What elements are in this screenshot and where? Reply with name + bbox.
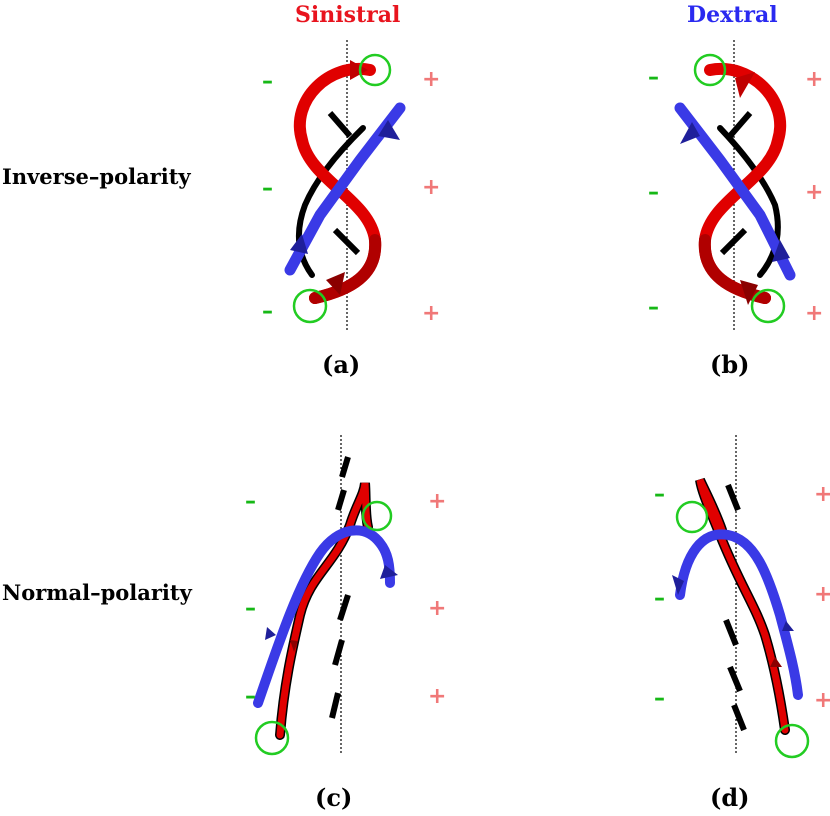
pil-dash bbox=[339, 456, 351, 478]
panel-label-d: (d) bbox=[710, 783, 750, 812]
minus-sign: – bbox=[654, 482, 665, 507]
dip-shadow bbox=[717, 125, 781, 278]
sinistral-title: Sinistral bbox=[295, 2, 401, 28]
plus-sign: + bbox=[428, 489, 446, 514]
minus-sign: – bbox=[648, 65, 659, 90]
pil-dash bbox=[727, 665, 743, 693]
pil-dash bbox=[332, 639, 345, 666]
plus-sign: + bbox=[805, 301, 823, 326]
minus-sign: – bbox=[262, 176, 273, 201]
pil-dash bbox=[337, 594, 351, 621]
footpoint-circle bbox=[750, 288, 786, 324]
dextral-title: Dextral bbox=[687, 2, 778, 28]
panel-b-diagram: – – – + + + bbox=[648, 40, 823, 332]
arrow-blue-left bbox=[672, 575, 684, 595]
pil-dash bbox=[332, 227, 361, 256]
red-flux-rope-lower bbox=[698, 234, 771, 304]
arrow-blue-right bbox=[782, 621, 794, 631]
arrow-red bbox=[290, 640, 298, 652]
minus-sign: – bbox=[262, 299, 273, 324]
footpoint-circle bbox=[693, 53, 727, 87]
pil-dash bbox=[731, 703, 747, 732]
pil-dash bbox=[329, 692, 341, 719]
pil-dash bbox=[723, 618, 739, 647]
row-label-inverse-polarity: Inverse–polarity bbox=[2, 164, 191, 189]
plus-sign: + bbox=[428, 596, 446, 621]
arrow-blue-bottom bbox=[772, 240, 790, 262]
minus-sign: – bbox=[245, 489, 256, 514]
arrow-blue-right bbox=[380, 565, 398, 579]
plus-sign: + bbox=[814, 582, 830, 607]
minus-sign: – bbox=[654, 586, 665, 611]
plus-sign: + bbox=[814, 688, 830, 713]
minus-sign: – bbox=[262, 69, 273, 94]
blue-flux-rope bbox=[675, 529, 803, 700]
pil-dash bbox=[335, 489, 347, 511]
pil-dash bbox=[719, 227, 748, 256]
panel-a-diagram: – – – + + + bbox=[262, 40, 440, 332]
minus-sign: – bbox=[245, 684, 256, 709]
pil-dash bbox=[327, 111, 353, 138]
minus-sign: – bbox=[648, 180, 659, 205]
footpoint-circle bbox=[675, 500, 709, 534]
panel-c-diagram: – – – + + + bbox=[245, 435, 446, 756]
arrow-red-bottom bbox=[740, 280, 758, 305]
panel-d-diagram: – – – + + + bbox=[654, 435, 830, 759]
footpoint-circle bbox=[358, 53, 392, 87]
plus-sign: + bbox=[805, 180, 823, 205]
panel-label-a: (a) bbox=[322, 350, 361, 379]
pil-dash bbox=[727, 111, 753, 138]
footpoint-circle bbox=[254, 720, 290, 756]
panel-label-b: (b) bbox=[710, 350, 750, 379]
footpoint-circle bbox=[774, 723, 810, 759]
arrow-red bbox=[770, 657, 782, 667]
plus-sign: + bbox=[805, 67, 823, 92]
arrow-blue-top bbox=[378, 120, 400, 140]
footpoint-circle bbox=[361, 500, 393, 532]
minus-sign: – bbox=[245, 596, 256, 621]
panel-label-c: (c) bbox=[315, 783, 353, 812]
plus-sign: + bbox=[422, 301, 440, 326]
minus-sign: – bbox=[654, 686, 665, 711]
plus-sign: + bbox=[422, 67, 440, 92]
arrow-red-top bbox=[735, 72, 755, 98]
blue-flux-rope bbox=[253, 525, 395, 708]
red-flux-rope bbox=[276, 482, 372, 739]
arrow-blue-left bbox=[265, 627, 276, 640]
arrow-blue-bottom bbox=[290, 234, 308, 254]
pil-dash bbox=[725, 483, 741, 512]
plus-sign: + bbox=[422, 175, 440, 200]
blue-flux-rope bbox=[674, 102, 796, 281]
arrow-blue-top bbox=[680, 122, 700, 144]
row-label-normal-polarity: Normal–polarity bbox=[2, 580, 192, 605]
arrow-red-bottom bbox=[326, 272, 345, 295]
plus-sign: + bbox=[814, 482, 830, 507]
red-flux-rope-lower bbox=[309, 234, 382, 304]
plus-sign: + bbox=[428, 684, 446, 709]
footpoint-circle bbox=[292, 288, 328, 324]
minus-sign: – bbox=[648, 295, 659, 320]
